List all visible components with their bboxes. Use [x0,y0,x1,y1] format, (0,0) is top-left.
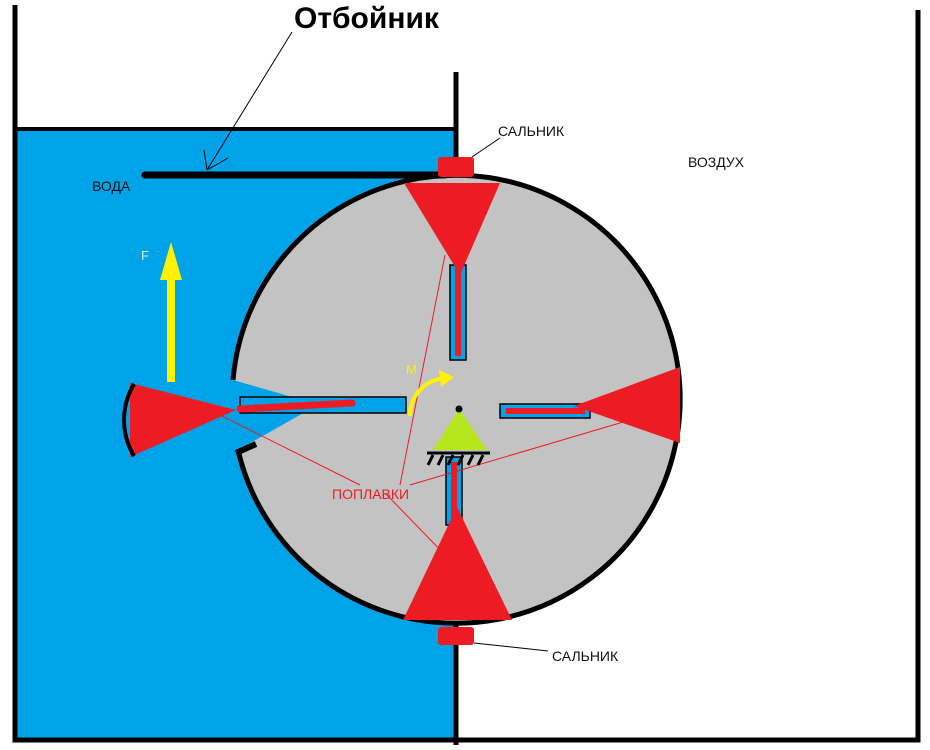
float-left [130,383,236,457]
float-left-rim [122,382,136,458]
float-leader-lines [199,254,631,561]
wheel-disk [233,175,681,624]
float-bottom [403,507,512,620]
force-label: F [141,248,149,263]
pivot-point [455,405,463,413]
tank-walls [12,5,921,743]
float-rod-left [236,399,356,413]
seal-bottom-pointer [473,642,549,652]
moment-arrow-head [439,370,454,387]
floats-label: ПОПЛАВКИ [332,486,410,502]
water-label: ВОДА [92,178,131,194]
seal-top [438,157,474,177]
float-top [404,183,500,275]
seal-bottom [438,627,474,645]
title-pointer-head-a [203,149,208,171]
pivot-ground [426,451,490,466]
seal-top-label: САЛЬНИК [498,123,565,139]
seal-top-pointer [471,137,501,158]
title-pointer-head-b [206,157,229,171]
pivot-support [433,409,487,450]
deflector-title: Отбойник [294,2,439,35]
moment-label: M [406,362,417,377]
seal-bottom-label: САЛЬНИК [552,648,619,664]
force-arrow-head [160,242,182,280]
title-pointer [206,31,293,171]
float-right [574,367,680,443]
air-label: ВОЗДУХ [688,154,745,170]
notch-edge [234,441,258,456]
